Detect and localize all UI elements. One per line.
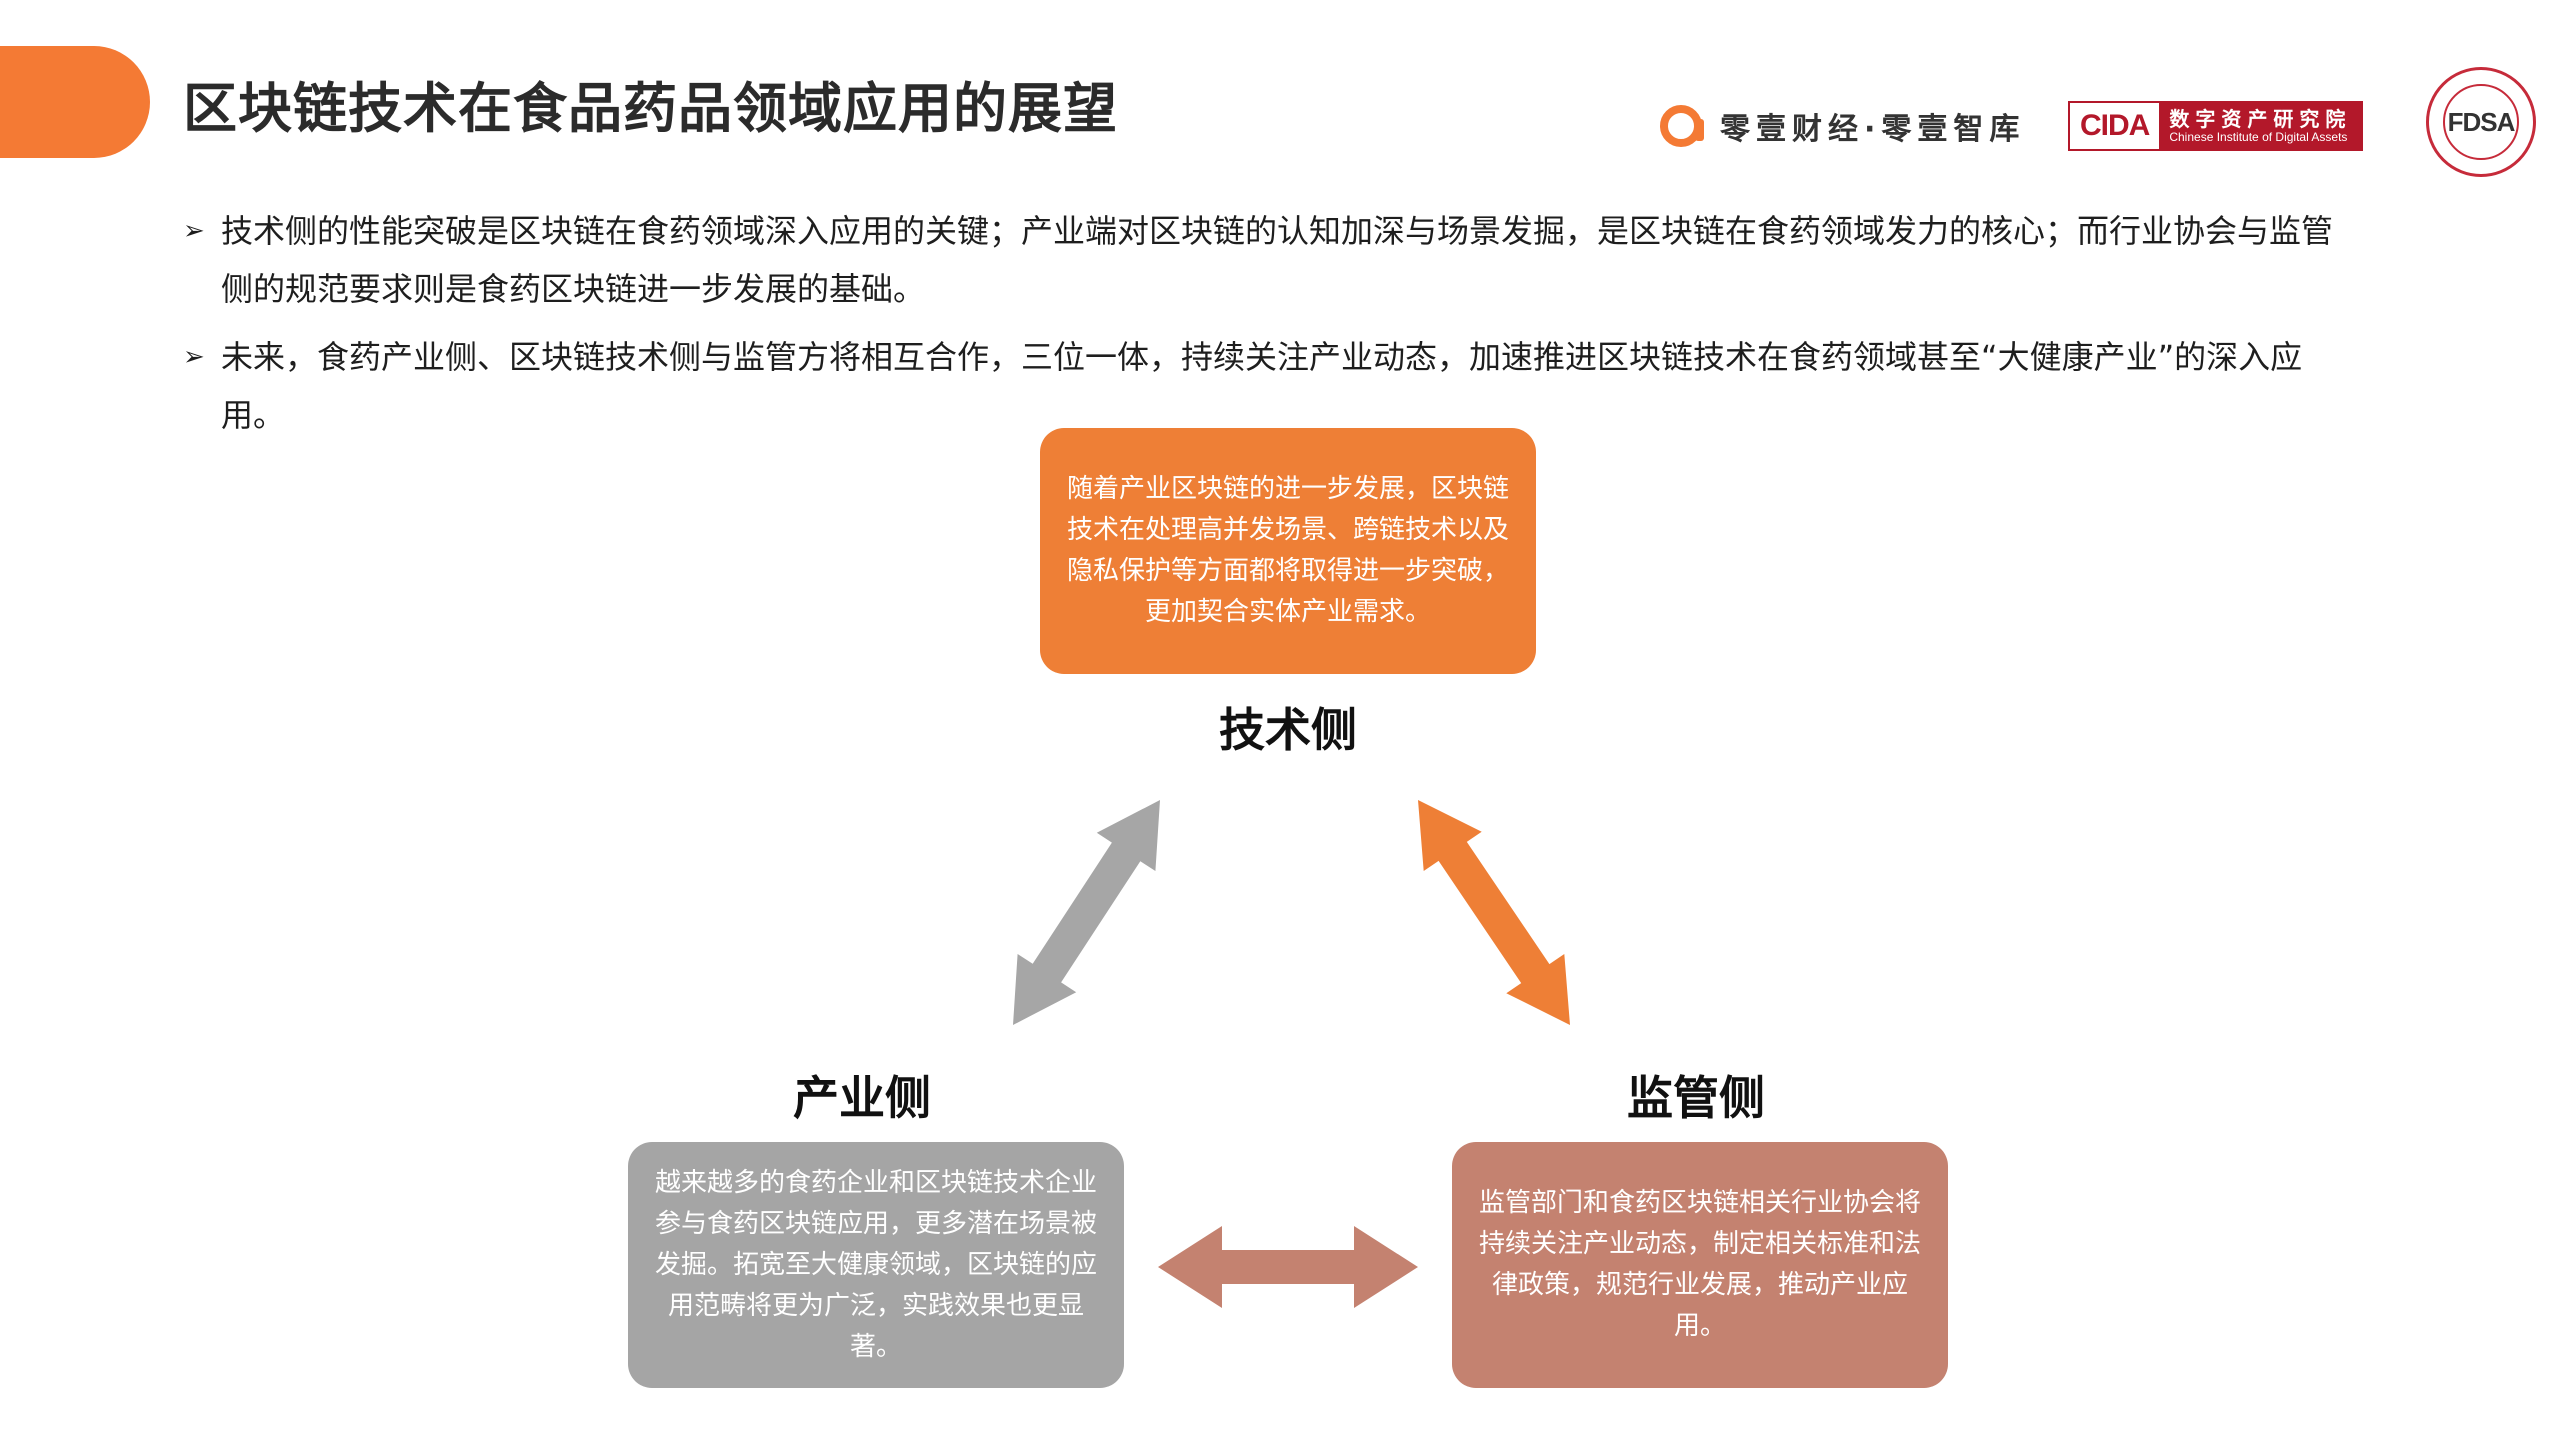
- tech-side-box: 随着产业区块链的进一步发展，区块链技术在处理高并发场景、跨链技术以及隐私保护等方…: [1040, 428, 1536, 674]
- title-accent-tab: [0, 46, 150, 158]
- regulation-side-label: 监管侧: [1627, 1071, 1765, 1125]
- bullet-list: ➢ 技术侧的性能突破是区块链在食药领域深入应用的关键；产业端对区块链的认知加深与…: [183, 202, 2333, 454]
- bullet-item: ➢ 未来，食药产业侧、区块链技术侧与监管方将相互合作，三位一体，持续关注产业动态…: [183, 328, 2333, 444]
- industry-side-box: 越来越多的食药企业和区块链技术企业参与食药区块链应用，更多潜在场景被发掘。拓宽至…: [628, 1142, 1124, 1388]
- industry-side-text: 越来越多的食药企业和区块链技术企业参与食药区块链应用，更多潜在场景被发掘。拓宽至…: [654, 1167, 1097, 1362]
- cida-logo-icon: CIDA: [2070, 103, 2160, 149]
- brand-lingyi-name: 零壹财经·零壹智库: [1720, 112, 2026, 147]
- tech-side-label: 技术侧: [1219, 703, 1357, 757]
- industry-tech-arrow: [1013, 800, 1160, 1025]
- bullet-arrow-icon: ➢: [183, 216, 205, 246]
- page-title: 区块链技术在食品药品领域应用的展望: [183, 77, 1118, 140]
- brand-cida: CIDA 数字资产研究院 Chinese Institute of Digita…: [2068, 101, 2364, 151]
- tech-regulation-arrow: [1418, 800, 1570, 1025]
- lingyi-logo-icon: [1660, 105, 1704, 147]
- brand-cida-text: 数字资产研究院 Chinese Institute of Digital Ass…: [2159, 103, 2361, 149]
- tech-side-text: 随着产业区块链的进一步发展，区块链技术在处理高并发场景、跨链技术以及隐私保护等方…: [1066, 474, 1509, 627]
- fdsa-seal-logo: FDSA: [2447, 106, 2516, 137]
- fdsa-seal-icon: FDSA: [2426, 67, 2536, 177]
- bullet-text: 未来，食药产业侧、区块链技术侧与监管方将相互合作，三位一体，持续关注产业动态，加…: [221, 338, 2303, 434]
- bullet-text: 技术侧的性能突破是区块链在食药领域深入应用的关键；产业端对区块链的认知加深与场景…: [221, 212, 2334, 308]
- fdsa-seal-inner: FDSA: [2443, 84, 2519, 160]
- brand-cida-en: Chinese Institute of Digital Assets: [2169, 130, 2348, 144]
- bullet-item: ➢ 技术侧的性能突破是区块链在食药领域深入应用的关键；产业端对区块链的认知加深与…: [183, 202, 2333, 318]
- industry-regulation-arrow: [1158, 1226, 1418, 1308]
- regulation-side-text: 监管部门和食药区块链相关行业协会将持续关注产业动态，制定相关标准和法律政策，规范…: [1478, 1188, 1921, 1341]
- bullet-arrow-icon: ➢: [183, 342, 205, 372]
- industry-side-label: 产业侧: [793, 1071, 931, 1125]
- brand-cida-cn: 数字资产研究院: [2169, 107, 2352, 131]
- regulation-side-box: 监管部门和食药区块链相关行业协会将持续关注产业动态，制定相关标准和法律政策，规范…: [1452, 1142, 1948, 1388]
- brand-lingyi: 零壹财经·零壹智库: [1660, 104, 2025, 148]
